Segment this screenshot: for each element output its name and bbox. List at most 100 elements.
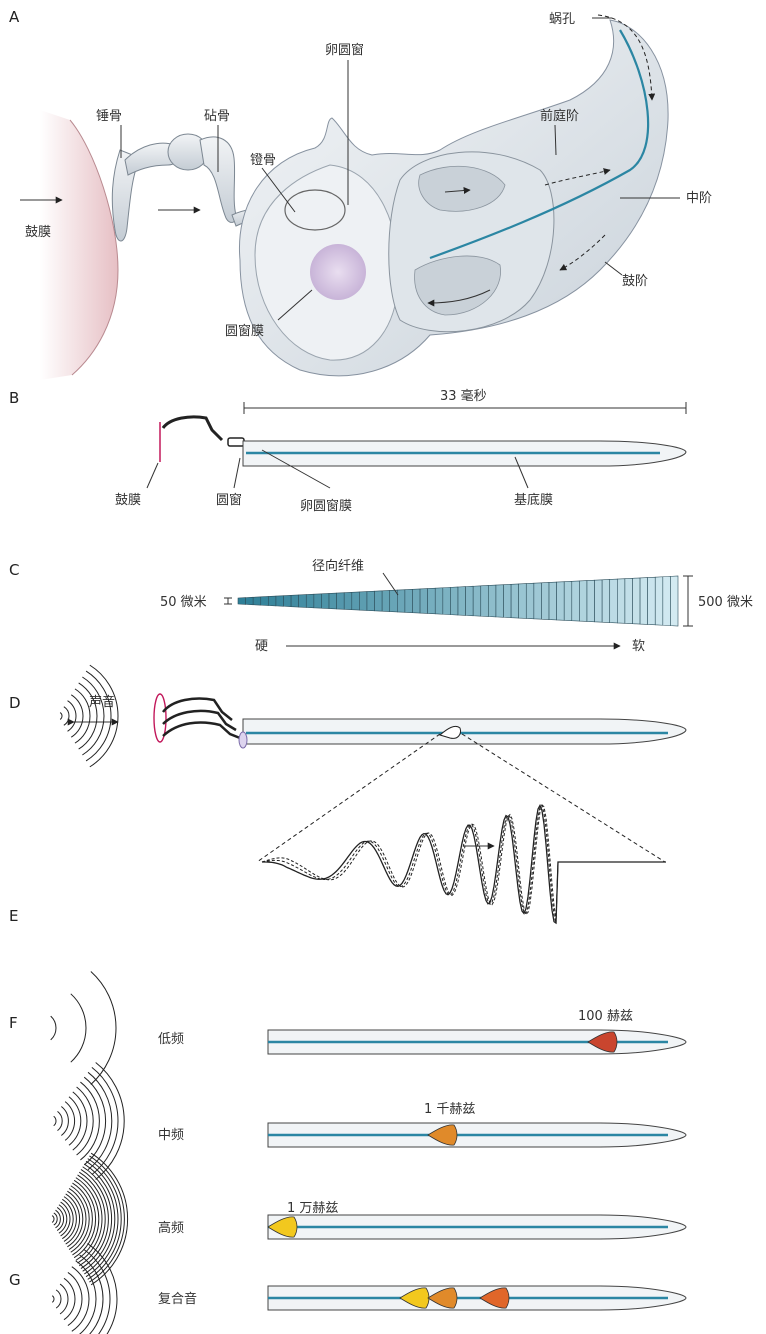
wave-arc [91, 1067, 119, 1175]
wave-arc [64, 1101, 76, 1141]
frequency-peak [427, 1124, 458, 1146]
radial-fiber [518, 583, 527, 619]
wave-arc [85, 670, 112, 762]
sound-waves-complex [51, 1243, 118, 1334]
radial-fiber [472, 585, 482, 617]
label-mid-frequency: 中频 [158, 1128, 184, 1143]
traveling-wave [261, 803, 666, 925]
frequency-peak [479, 1287, 510, 1309]
wave-arc [70, 993, 87, 1063]
radial-fiber [480, 585, 489, 617]
wave-arc [82, 1166, 113, 1272]
wave-arc [85, 1160, 119, 1278]
wave-arc [74, 688, 91, 744]
label-stiff: 硬 [255, 639, 268, 654]
radial-fiber [457, 586, 466, 616]
oval-window-shape [284, 189, 346, 231]
wave-arc [65, 1193, 81, 1245]
panel-label-g: G [9, 1271, 21, 1289]
radial-fiber [488, 584, 497, 618]
sound-waves-mid [53, 1062, 125, 1180]
wave-arc [89, 1155, 125, 1283]
wave-arc [70, 694, 84, 738]
arrow-inner-2 [427, 289, 491, 307]
wave-arc [71, 1266, 90, 1332]
radial-fiber [632, 577, 641, 625]
sound-waves-d [59, 664, 119, 768]
label-100hz: 100 赫兹 [578, 1009, 633, 1024]
radial-fiber [556, 581, 565, 621]
radial-fiber [305, 593, 315, 609]
arrow-inner-1 [444, 187, 471, 194]
wave-arc [68, 1188, 87, 1250]
wave-arc [83, 1076, 107, 1166]
wave-arc [78, 682, 98, 750]
frequency-peak [427, 1287, 458, 1309]
label-soft: 软 [632, 639, 645, 654]
panel-label-f: F [9, 1014, 18, 1032]
radial-fiber [245, 596, 254, 606]
wave-arc [79, 1254, 104, 1334]
cochlea-tube-d [242, 718, 687, 745]
ossicle-chain-b [161, 415, 224, 442]
radial-fiber [381, 590, 391, 612]
radial-fiber [419, 588, 428, 614]
radial-fiber [465, 585, 474, 617]
panel-g: G 复合音 [9, 1243, 687, 1334]
flow-arrow-vestibuli [544, 168, 611, 186]
radial-fiber [654, 576, 664, 626]
wave-arc [60, 1201, 71, 1237]
panel-f: F 低频 100 赫兹 中频 1 千赫兹 高频 1 万赫兹 [9, 971, 687, 1286]
radial-fiber [260, 596, 269, 606]
radial-fiber [609, 578, 618, 624]
eardrum-shape [40, 110, 118, 380]
wave-arc [68, 1096, 82, 1146]
cochlea-tube-high [267, 1214, 687, 1240]
wave-arc [76, 1086, 94, 1156]
radial-fiber [541, 582, 550, 620]
radial-fiber [503, 584, 512, 618]
wave-arc [83, 1248, 111, 1334]
wave-arc [63, 1277, 76, 1321]
wave-arc [57, 1110, 63, 1132]
radial-fiber [434, 587, 444, 615]
wave-trace-dashed [261, 804, 666, 924]
label-incus: 砧骨 [204, 109, 230, 124]
panel-d: D 声音 [9, 664, 687, 863]
panel-b: B 33 毫秒 鼓膜 圆窗 卵圆窗膜 基底膜 [9, 388, 687, 514]
wave-arc [67, 700, 77, 732]
label-narrow-width: 50 微米 [160, 595, 207, 610]
round-window-shape [310, 244, 366, 300]
radial-fiber [647, 576, 656, 626]
label-duration: 33 毫秒 [440, 388, 487, 404]
radial-fiber [662, 576, 671, 626]
label-10khz: 1 万赫兹 [287, 1201, 338, 1216]
radial-fiber [321, 593, 330, 609]
radial-fiber [366, 590, 375, 612]
cochlea-tube-complex [267, 1285, 687, 1311]
panel-label-e: E [9, 907, 18, 925]
wave-arc [87, 1243, 118, 1334]
flow-arrow-helicotrema [597, 14, 656, 101]
panel-c: C 径向纤维 50 微米 500 微米 硬 软 [9, 558, 753, 654]
wave-arc [75, 1260, 97, 1334]
radial-fiber [336, 592, 345, 610]
radial-fiber [450, 586, 459, 616]
wave-arc [63, 706, 70, 726]
wave-arc [78, 1171, 106, 1267]
cochlea-tube-mid [267, 1122, 687, 1148]
radial-fiber [298, 594, 307, 608]
wave-arc [72, 1091, 88, 1151]
radial-fiber [510, 583, 519, 619]
frequency-row-mid: 中频 1 千赫兹 [53, 1062, 687, 1180]
wave-arc [55, 1289, 62, 1309]
radial-fiber [313, 593, 322, 609]
label-oval-window: 卵圆窗 [325, 42, 364, 58]
panel-label-b: B [9, 389, 19, 407]
label-wide-width: 500 微米 [698, 595, 753, 610]
radial-fiber [412, 588, 421, 614]
radial-fiber [397, 589, 406, 613]
radial-fiber [571, 580, 580, 622]
label-scala-vestibuli: 前庭阶 [540, 108, 579, 124]
